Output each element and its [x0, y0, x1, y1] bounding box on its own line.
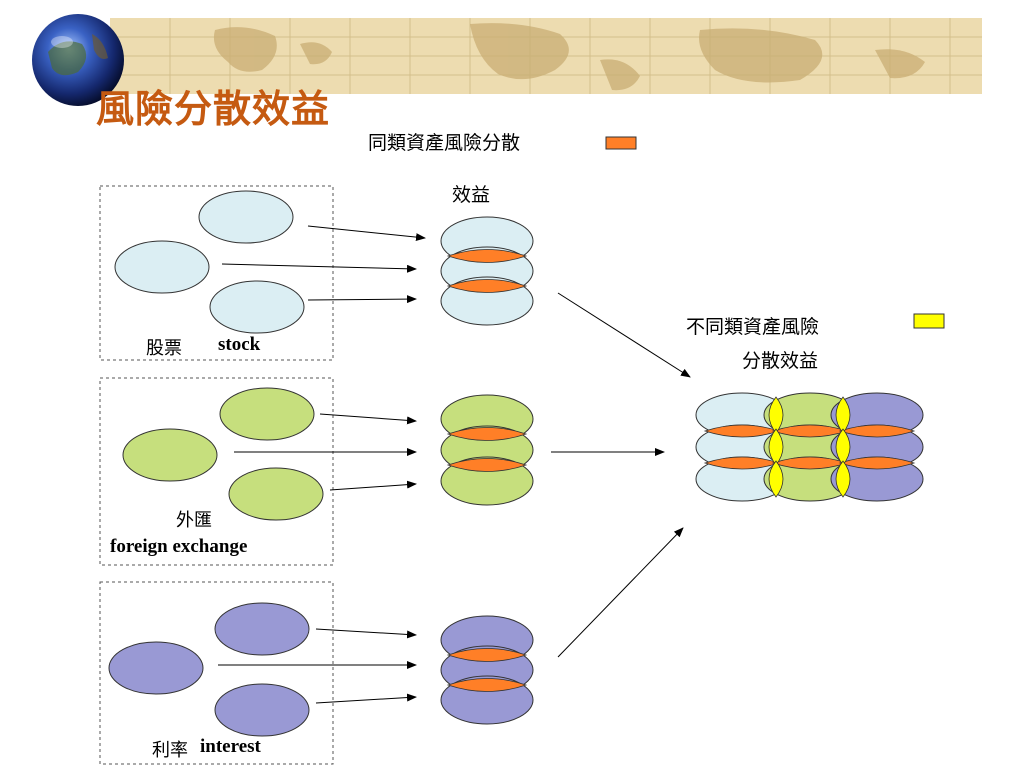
- same-class-overlap: [838, 456, 916, 470]
- fx-diversified-stack: [440, 394, 534, 506]
- stock-asset: [114, 240, 210, 294]
- fx-label-zh: 外匯: [176, 510, 212, 531]
- interest-assets: [108, 602, 310, 737]
- interest-label-en: interest: [200, 736, 261, 757]
- same-class-overlap: [446, 427, 528, 441]
- fx-asset: [228, 467, 324, 521]
- stock-asset: [209, 280, 305, 334]
- fx-assets: [122, 387, 324, 521]
- page-title: 風險分散效益: [96, 86, 331, 131]
- stock-group-box: [99, 185, 334, 361]
- interest-group-box: [99, 581, 334, 765]
- same-class-overlap: [446, 648, 528, 662]
- interest-label-zh: 利率: [152, 740, 188, 761]
- world-map-banner: [110, 18, 982, 94]
- fx-label-en: foreign exchange: [110, 536, 248, 557]
- same-class-legend-label: 同類資產風險分散: [368, 132, 521, 154]
- same-class-overlap: [838, 424, 916, 438]
- interest-asset: [214, 602, 310, 656]
- interest-diversified-stack: [440, 615, 534, 725]
- stock-label-en: stock: [218, 334, 261, 355]
- same-class-overlap: [446, 458, 528, 472]
- interest-asset: [214, 683, 310, 737]
- stock-diversified-stack: [440, 216, 534, 326]
- cross-class-overlap: [835, 460, 851, 498]
- same-class-overlap: [446, 249, 528, 263]
- fx-asset: [219, 387, 315, 441]
- fx-asset: [122, 428, 218, 482]
- globe-icon: [32, 14, 124, 106]
- cross-class-legend-label-line1: 不同類資產風險: [686, 316, 820, 338]
- same-class-legend-swatch: [605, 136, 637, 150]
- stock-label-zh: 股票: [146, 338, 182, 359]
- cross-class-cluster: [695, 392, 924, 502]
- cross-class-overlap: [768, 460, 784, 498]
- cross-class-legend-label-line2: 分散效益: [742, 350, 819, 372]
- arrows: [218, 225, 691, 704]
- stock-assets: [114, 190, 305, 334]
- same-class-overlap: [446, 279, 528, 293]
- stock-asset: [198, 190, 294, 244]
- same-class-overlap: [446, 678, 528, 692]
- benefit-label: 效益: [452, 184, 491, 206]
- interest-asset: [108, 641, 204, 695]
- fx-group-box: [99, 377, 334, 566]
- cross-class-legend-swatch: [913, 313, 945, 329]
